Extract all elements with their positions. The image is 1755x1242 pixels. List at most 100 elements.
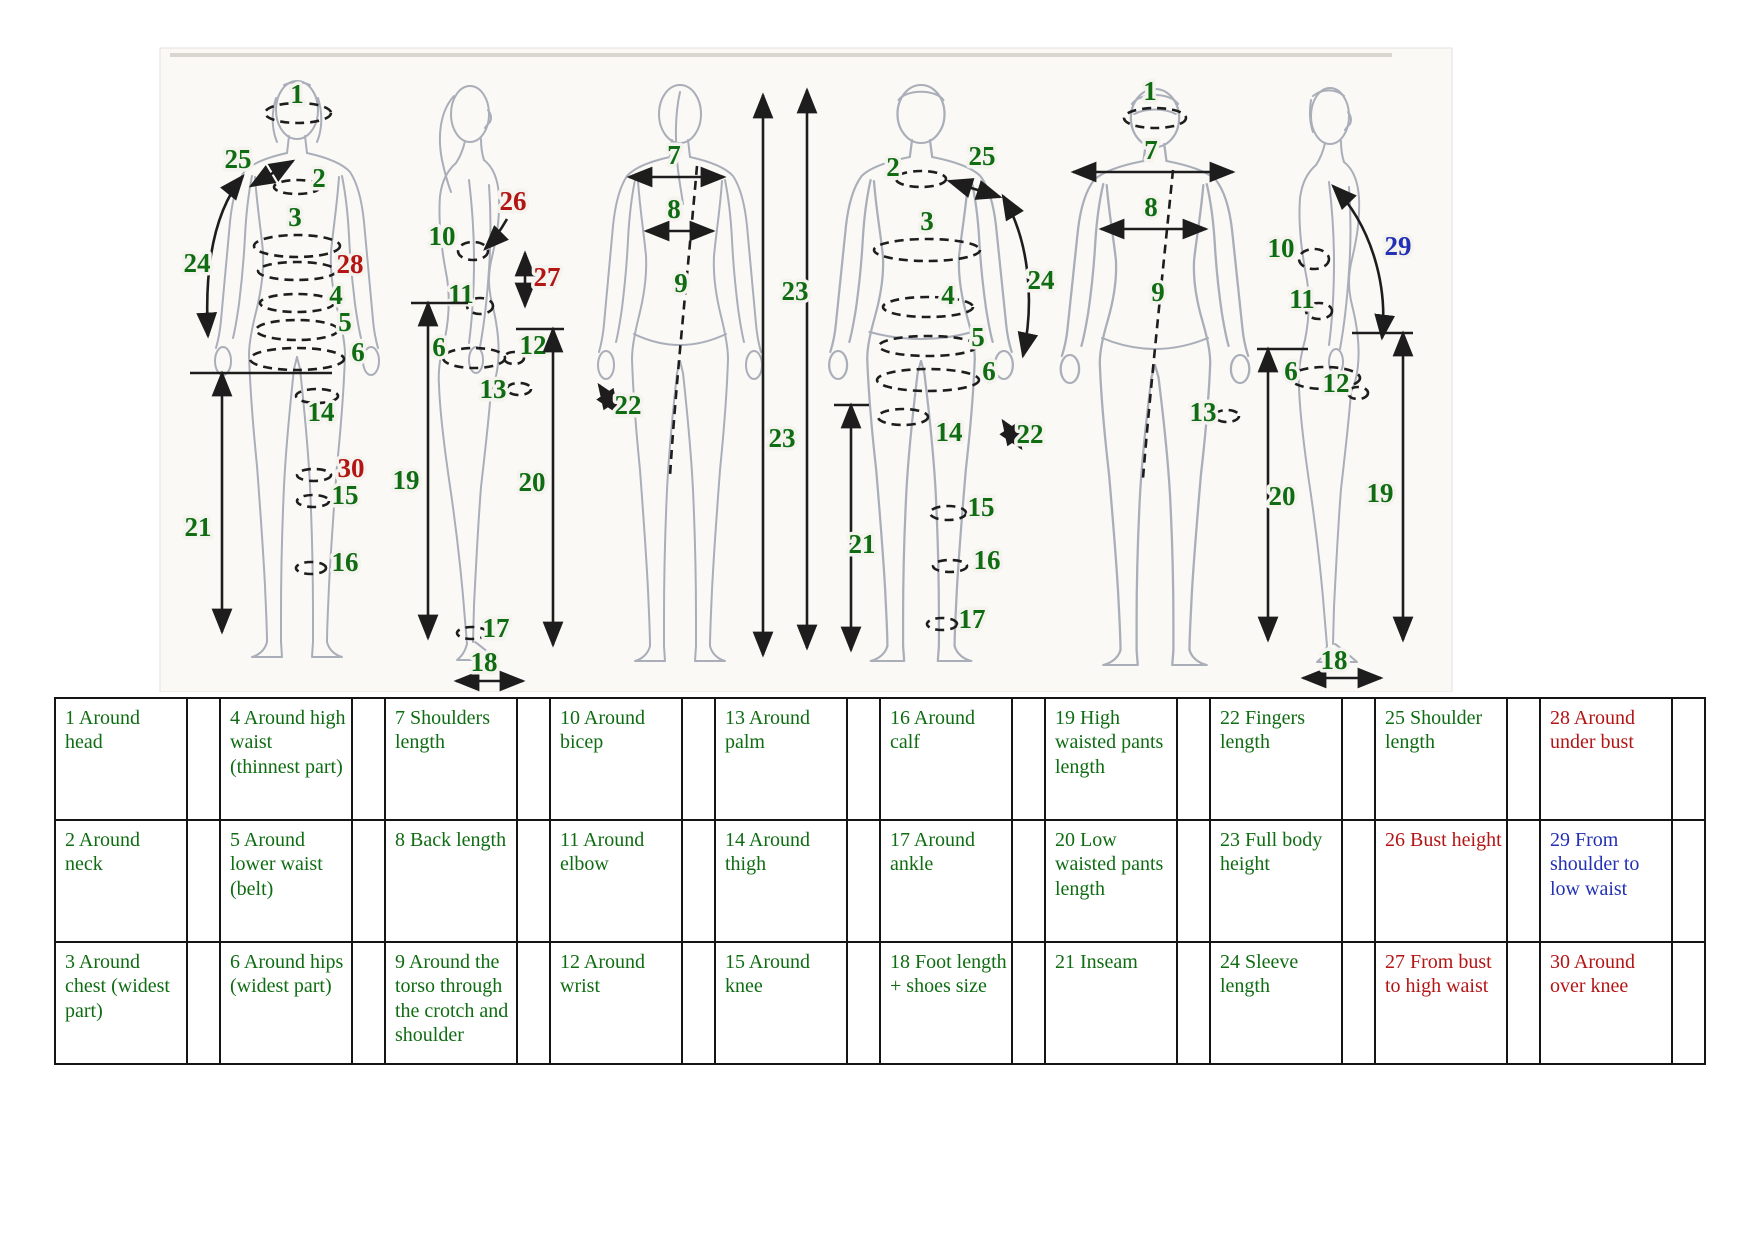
measure-number-label: 2 xyxy=(312,163,326,193)
figure-man-side xyxy=(1297,87,1361,663)
measurement-mark xyxy=(294,387,340,405)
measure-number-label: 26 xyxy=(500,186,527,216)
measure-number-label: 6 xyxy=(351,337,365,367)
measure-number-label: 1 xyxy=(1143,76,1157,106)
measurement-mark xyxy=(872,237,982,263)
legend-cell: 25 Shoulder length xyxy=(1374,697,1508,821)
value-entry-cell xyxy=(1506,819,1541,943)
value-entry-cell xyxy=(1176,941,1211,1065)
measurement-mark xyxy=(248,159,296,188)
measurement-mark xyxy=(483,218,509,251)
measure-number-label: 2 xyxy=(886,152,900,182)
value-entry-cell xyxy=(186,697,221,821)
measure-number-label: 4 xyxy=(941,280,955,310)
legend-cell: 7 Shoulders length xyxy=(384,697,518,821)
value-entry-cell xyxy=(681,697,716,821)
measurement-mark xyxy=(272,178,322,196)
measure-number-label: 11 xyxy=(1289,284,1315,314)
hair-outline xyxy=(1130,94,1180,115)
value-entry-cell xyxy=(846,941,881,1065)
value-entry-cell xyxy=(1341,941,1376,1065)
measurement-mark xyxy=(1297,247,1331,271)
measure-number-label: 21 xyxy=(849,529,876,559)
legend-cell: 15 Around knee xyxy=(714,941,848,1065)
measurement-mark xyxy=(295,493,331,509)
measurement-mark xyxy=(502,350,526,366)
measure-number-label: 7 xyxy=(667,140,681,170)
legend-cell: 11 Around elbow xyxy=(549,819,683,943)
legend-cell: 16 Around calf xyxy=(879,697,1013,821)
measure-number-label: 8 xyxy=(1144,192,1158,222)
value-entry-cell xyxy=(1671,941,1706,1065)
measurement-mark xyxy=(263,101,333,125)
legend-cell: 1 Around head xyxy=(54,697,188,821)
briefs-line xyxy=(868,331,974,340)
measure-number-label: 13 xyxy=(1190,397,1217,427)
measure-number-label: 29 xyxy=(1385,231,1412,261)
value-entry-cell xyxy=(186,941,221,1065)
legend-cell: 13 Around palm xyxy=(714,697,848,821)
measurement-mark xyxy=(252,233,342,259)
swimsuit-line xyxy=(633,333,727,346)
value-entry-cell xyxy=(516,819,551,943)
hair-outline xyxy=(1308,89,1345,133)
measure-number-label: 14 xyxy=(308,397,335,427)
measurement-mark xyxy=(256,260,338,282)
measure-number-label: 9 xyxy=(674,268,688,298)
measure-number-label: 20 xyxy=(1269,481,1296,511)
measure-number-label: 6 xyxy=(432,332,446,362)
measurement-mark xyxy=(881,295,975,319)
measure-number-label: 6 xyxy=(1284,356,1298,386)
measure-number-label: 18 xyxy=(1321,645,1348,675)
measure-number-label: 19 xyxy=(393,465,420,495)
legend-cell: 26 Bust height xyxy=(1374,819,1508,943)
measure-number-label: 24 xyxy=(184,248,211,278)
measure-number-label: 27 xyxy=(534,262,561,292)
measure-number-label: 21 xyxy=(185,512,212,542)
measure-number-label: 18 xyxy=(471,647,498,677)
value-entry-cell xyxy=(1011,819,1046,943)
measure-number-label: 3 xyxy=(288,202,302,232)
value-entry-cell xyxy=(1506,941,1541,1065)
measure-number-label: 3 xyxy=(920,206,934,236)
value-entry-cell xyxy=(1011,697,1046,821)
legend-cell: 30 Around over knee xyxy=(1539,941,1673,1065)
measurement-mark xyxy=(596,382,621,416)
measurement-mark xyxy=(1122,106,1188,130)
figure-woman-side xyxy=(437,85,501,661)
value-entry-cell xyxy=(351,941,386,1065)
measurement-mark xyxy=(925,616,959,632)
legend-cell: 20 Low waisted pants length xyxy=(1044,819,1178,943)
measurement-mark xyxy=(455,625,489,641)
legend-cell: 8 Back length xyxy=(384,819,518,943)
measurement-mark xyxy=(248,346,346,372)
measure-number-label: 5 xyxy=(338,307,352,337)
value-entry-cell xyxy=(1506,697,1541,821)
legend-cell: 19 High waisted pants length xyxy=(1044,697,1178,821)
measurement-mark xyxy=(456,240,490,262)
measurement-mark xyxy=(1304,301,1334,321)
measurement-mark xyxy=(931,558,969,574)
legend-cell: 10 Around bicep xyxy=(549,697,683,821)
value-entry-cell xyxy=(1341,819,1376,943)
measurement-mark xyxy=(894,169,948,189)
value-entry-cell xyxy=(846,819,881,943)
measure-number-label: 15 xyxy=(332,480,359,510)
legend-cell: 24 Sleeve length xyxy=(1209,941,1343,1065)
measure-number-label: 28 xyxy=(337,249,364,279)
measurement-mark xyxy=(196,173,245,339)
measure-number-label: 24 xyxy=(1028,265,1055,295)
measurement-mark xyxy=(1331,184,1396,341)
legend-cell: 5 Around lower waist (belt) xyxy=(219,819,353,943)
measure-number-label: 16 xyxy=(332,547,359,577)
measurement-mark xyxy=(1346,385,1370,401)
value-entry-cell xyxy=(1341,697,1376,821)
measurement-mark xyxy=(295,467,333,483)
value-entry-cell xyxy=(351,697,386,821)
value-entry-cell xyxy=(1671,697,1706,821)
measurement-mark xyxy=(928,504,968,522)
measure-number-label: 13 xyxy=(480,374,507,404)
